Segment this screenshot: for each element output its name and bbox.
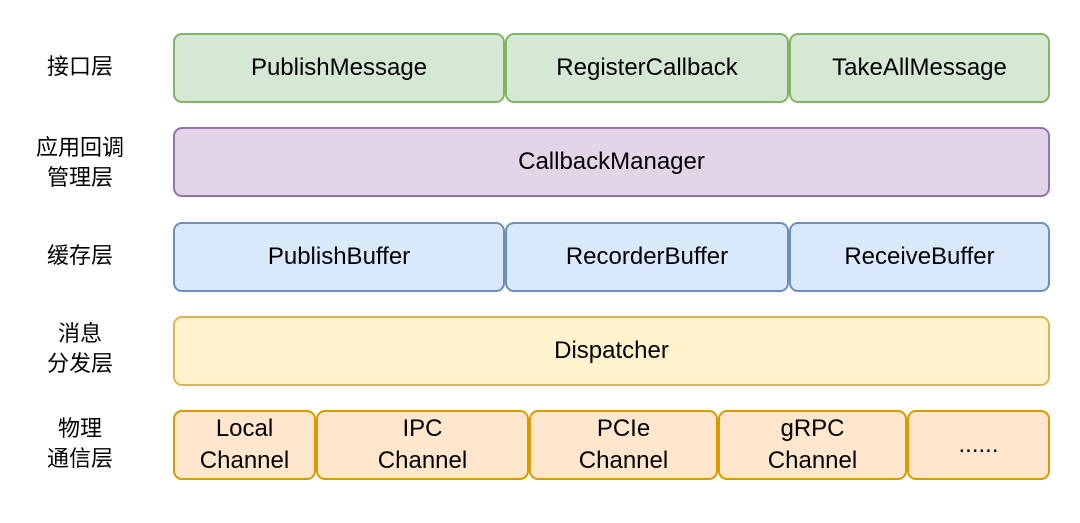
grpc-channel-box: gRPC Channel (718, 410, 907, 480)
grpc-channel-text-1: gRPC (780, 415, 845, 442)
local-channel-text-2: Channel (199, 447, 290, 474)
ipc-channel-box: IPC Channel (316, 410, 529, 480)
recorder-buffer-text: RecorderBuffer (565, 243, 729, 270)
dispatcher-box: Dispatcher (173, 316, 1050, 386)
publish-buffer-text: PublishBuffer (267, 243, 411, 270)
publish-message-box: PublishMessage (173, 33, 505, 103)
grpc-channel-text-2: Channel (767, 447, 858, 474)
receive-buffer-text: ReceiveBuffer (844, 243, 995, 270)
ipc-channel-text-1: IPC (402, 415, 443, 442)
physical-layer-label-line-2: 通信层 (46, 447, 113, 472)
interface-layer-label: 接口层 (0, 33, 160, 103)
buffer-layer-label: 缓存层 (0, 222, 160, 292)
pcie-channel-box: PCIe Channel (529, 410, 718, 480)
take-all-message-text: TakeAllMessage (832, 54, 1007, 81)
interface-layer-label-line: 接口层 (46, 55, 113, 80)
dispatch-layer-label-line-2: 分发层 (46, 352, 113, 377)
callback-layer-label: 应用回调 管理层 (0, 124, 160, 204)
callback-manager-box: CallbackManager (173, 127, 1050, 197)
physical-layer-label: 物理 通信层 (0, 405, 160, 485)
ipc-channel-text-2: Channel (377, 447, 468, 474)
local-channel-text-1: Local (215, 415, 274, 442)
take-all-message-box: TakeAllMessage (789, 33, 1050, 103)
dispatch-layer-label: 消息 分发层 (0, 310, 160, 390)
pcie-channel-text-2: Channel (578, 447, 669, 474)
publish-buffer-box: PublishBuffer (173, 222, 505, 292)
callback-layer-label-line-2: 管理层 (46, 166, 113, 191)
callback-layer-label-line-1: 应用回调 (35, 136, 124, 161)
more-channels-text: ...... (958, 431, 999, 458)
more-channels-box: ...... (907, 410, 1050, 480)
physical-layer-label-line-1: 物理 (57, 417, 102, 442)
dispatch-layer-label-line-1: 消息 (57, 322, 102, 347)
pcie-channel-text-1: PCIe (596, 415, 651, 442)
register-callback-box: RegisterCallback (505, 33, 789, 103)
callback-manager-text: CallbackManager (518, 148, 705, 175)
register-callback-text: RegisterCallback (556, 54, 738, 81)
publish-message-text: PublishMessage (250, 54, 428, 81)
recorder-buffer-box: RecorderBuffer (505, 222, 789, 292)
buffer-layer-label-line: 缓存层 (46, 244, 113, 269)
dispatcher-text: Dispatcher (554, 337, 669, 364)
receive-buffer-box: ReceiveBuffer (789, 222, 1050, 292)
local-channel-box: Local Channel (173, 410, 316, 480)
